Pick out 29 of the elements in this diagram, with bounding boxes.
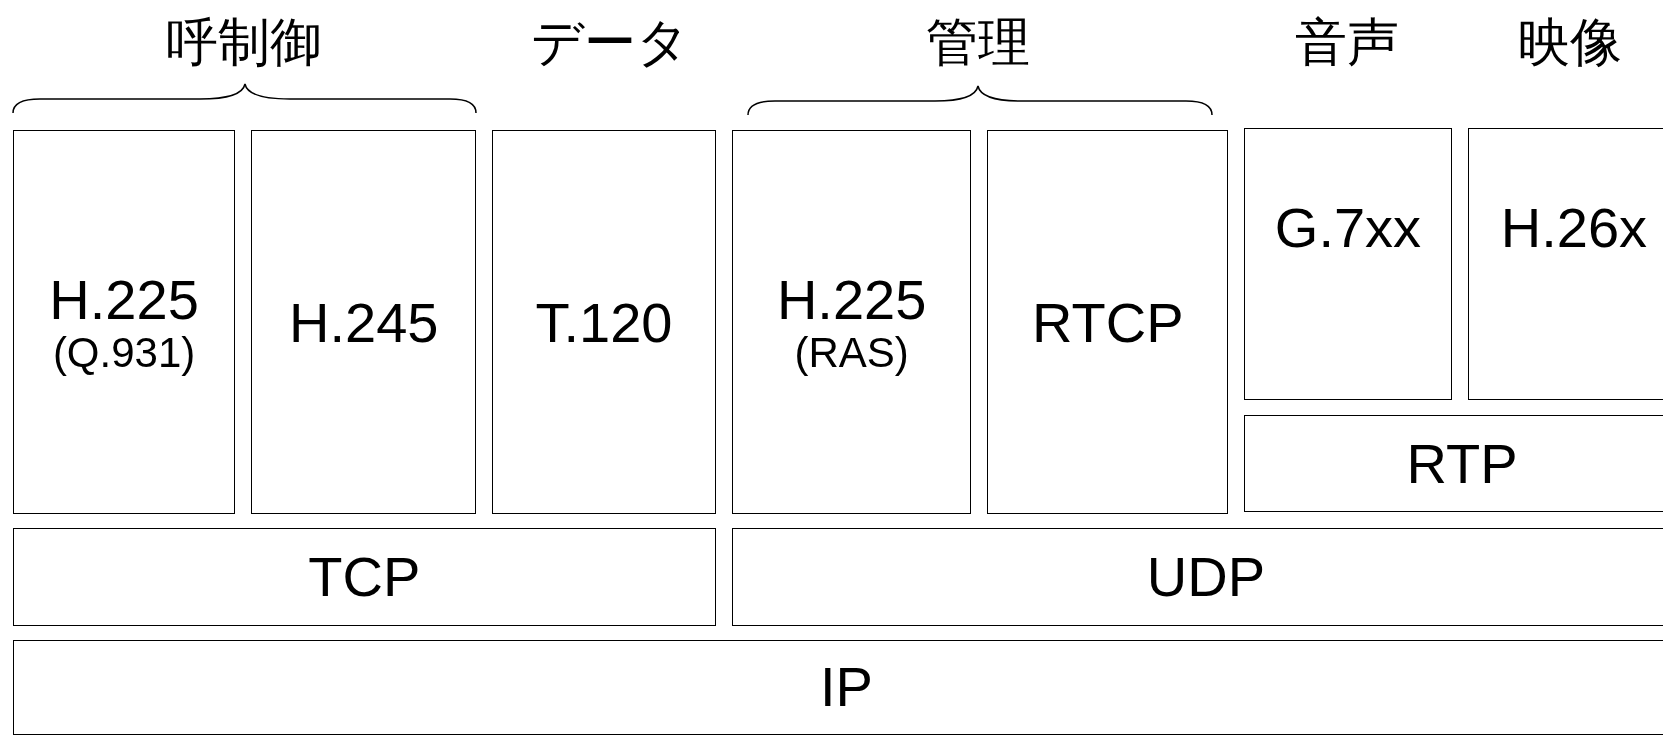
category-label: 呼制御 — [165, 11, 322, 75]
category-label: 管理 — [925, 11, 1030, 75]
protocol-name: H.26x — [1500, 197, 1648, 259]
protocol-name: T.120 — [535, 291, 673, 354]
layer-bar — [731, 528, 1663, 626]
protocol-name: RTCP — [1032, 291, 1184, 354]
node-box — [12, 130, 236, 515]
protocol-name: H.225 — [776, 268, 927, 331]
protocol-name: IP — [819, 656, 873, 719]
category-label: データ — [530, 11, 689, 75]
protocol-name: G.7xx — [1274, 197, 1422, 259]
node-box — [731, 130, 972, 515]
category-label: 映像 — [1517, 11, 1622, 75]
node-box — [1244, 128, 1452, 400]
protocol-name: UDP — [1146, 546, 1265, 608]
node-box — [1467, 128, 1663, 400]
protocol-name: H.225 — [49, 268, 199, 331]
node-box — [492, 130, 716, 515]
node-box — [987, 130, 1229, 515]
category-label: 音声 — [1294, 11, 1399, 75]
layer-bar — [1244, 414, 1663, 513]
protocol-note: (Q.931) — [52, 330, 196, 377]
protocol-name: H.245 — [289, 291, 439, 354]
protocol-name: TCP — [308, 546, 421, 608]
layer-bar — [12, 528, 716, 626]
layer-bar — [12, 639, 1663, 735]
protocol-note: (RAS) — [794, 330, 909, 377]
node-box — [251, 130, 477, 515]
protocol-name: RTP — [1406, 432, 1518, 495]
